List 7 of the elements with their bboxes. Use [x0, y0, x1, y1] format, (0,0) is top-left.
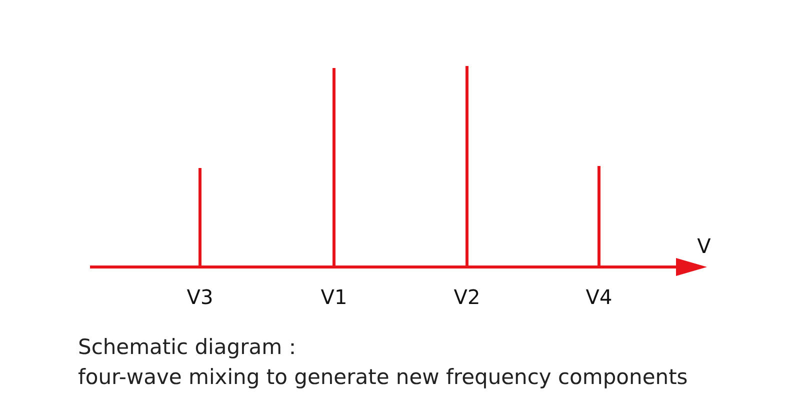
title: Schematic diagram：: [78, 337, 304, 358]
frequency-label: V3: [186, 287, 214, 307]
axis-label: V: [697, 236, 711, 256]
caption: four-wave mixing to generate new frequency components: [78, 367, 688, 388]
frequency-label: V4: [586, 287, 612, 307]
frequency-label: V2: [454, 287, 480, 307]
frequency-label: V1: [320, 287, 348, 307]
